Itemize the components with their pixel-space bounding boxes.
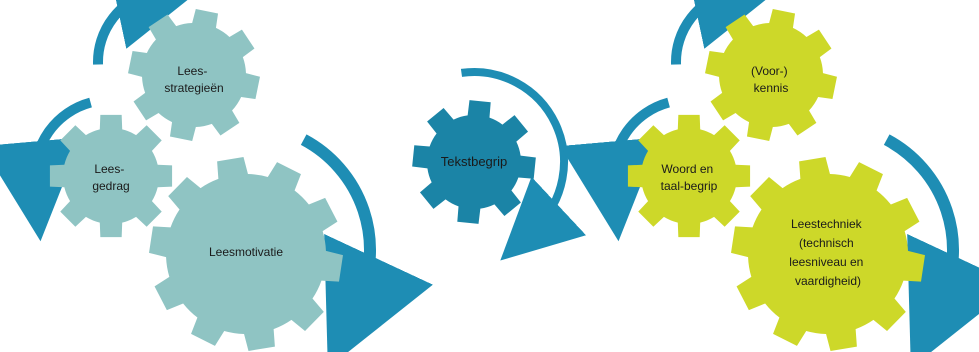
arc-arrow-right-big: [883, 134, 979, 352]
label-leesmotivatie-line-1: Leesmotivatie: [209, 245, 283, 259]
label-leestechniek-line-2: (technisch: [799, 236, 854, 250]
label-voorkennis-line-2: kennis: [754, 81, 789, 95]
left-gear-group: Lees- strategieën Lees- gedrag Leesmotiv…: [0, 0, 433, 352]
label-leestechniek-line-1: Leestechniek: [791, 217, 863, 231]
label-leesstrategieen-line-1: Lees-: [177, 64, 207, 78]
label-leesgedrag: Lees- gedrag: [92, 162, 129, 193]
gear-woord-taalbegrip: [627, 114, 751, 238]
label-voorkennis-line-1: (Voor-): [751, 64, 788, 78]
label-leesmotivatie: Leesmotivatie: [209, 245, 283, 259]
arc-arrow-left-big: [300, 134, 433, 352]
arc-arrow-right-side: [560, 97, 671, 242]
gear-leesmotivatie: [149, 157, 343, 351]
label-woord-taalbegrip-line-1: Woord en: [661, 162, 713, 176]
label-leesgedrag-line-2: gedrag: [92, 179, 129, 193]
center-gear-group: Tekstbegrip: [412, 68, 587, 261]
label-tekstbegrip: Tekstbegrip: [441, 154, 507, 169]
label-voorkennis: (Voor-) kennis: [751, 64, 791, 95]
arc-arrow-left-side: [0, 97, 93, 242]
label-leestechniek-line-4: vaardigheid): [795, 274, 861, 288]
label-leesgedrag-line-1: Lees-: [94, 162, 124, 176]
right-gear-group: (Voor-) kennis Woord en taal-begrip Lees…: [560, 0, 979, 352]
gear-leestechniek: [731, 157, 925, 351]
arc-arrow-left-top: [93, 0, 214, 65]
gear-tekstbegrip: [412, 100, 536, 224]
label-leesstrategieen: Lees- strategieën: [164, 64, 223, 95]
label-leestechniek-line-3: leesniveau en: [789, 255, 863, 269]
label-woord-taalbegrip-line-2: taal-begrip: [661, 179, 718, 193]
gear-leesgedrag: [49, 114, 173, 238]
label-leestechniek: Leestechniek (technisch leesniveau en va…: [789, 217, 866, 288]
gear-leesstrategieen: [128, 9, 260, 141]
arc-arrow-right-top: [671, 0, 792, 65]
label-woord-taalbegrip: Woord en taal-begrip: [661, 162, 718, 193]
arc-arrow-center: [460, 68, 587, 261]
gear-voorkennis: [705, 9, 837, 141]
label-tekstbegrip-line-1: Tekstbegrip: [441, 154, 507, 169]
label-leesstrategieen-line-2: strategieën: [164, 81, 223, 95]
